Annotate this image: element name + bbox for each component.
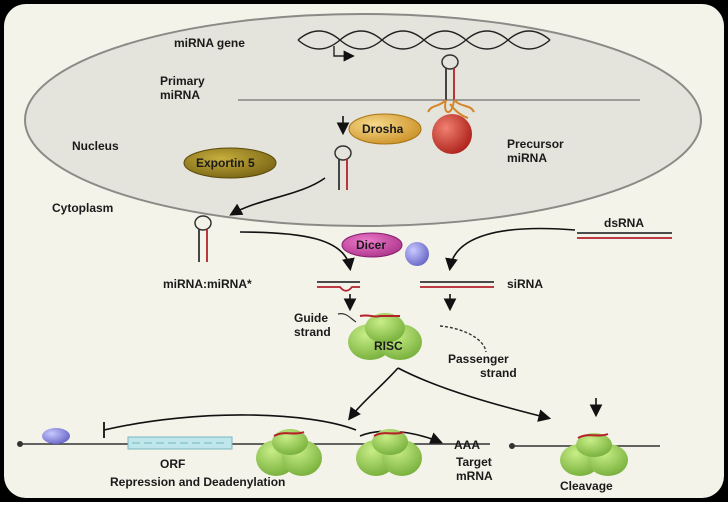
arrow-to-dicer-sirna (445, 227, 576, 272)
risc-on-mrna-1 (256, 429, 322, 476)
risc-cleavage-complex (560, 433, 628, 476)
label-target-line1: Target (456, 455, 492, 469)
label-primary-line2: miRNA (160, 88, 200, 102)
dicer-partner-ball (405, 242, 429, 266)
dsrna-strand (577, 232, 672, 239)
risc-on-mrna-2 (356, 429, 422, 476)
arrow-to-dicer-mirna (239, 231, 355, 272)
mirna-duplex (317, 281, 360, 292)
label-drosha: Drosha (362, 122, 404, 136)
dgcr8-ball (432, 114, 472, 154)
primary-mirna-hairpin (427, 54, 475, 119)
label-poly-a: AAA (454, 438, 480, 452)
label-risc: RISC (374, 339, 403, 353)
exportin-5-complex: Exportin 5 (183, 147, 277, 179)
label-orf: ORF (160, 457, 185, 471)
drosha-complex: Drosha (348, 113, 472, 154)
cleavage-mrna-end (509, 443, 515, 449)
label-mirna-gene: miRNA gene (174, 36, 245, 50)
label-dsrna: dsRNA (604, 216, 644, 230)
label-primary-line1: Primary (160, 74, 205, 88)
label-passenger-line1: Passenger (448, 352, 509, 366)
label-precursor-line2: miRNA (507, 151, 547, 165)
dicer-complex: Dicer (341, 232, 429, 266)
dicer-enzyme (341, 232, 403, 258)
orf-region (127, 436, 233, 450)
label-guide-line2: strand (294, 325, 331, 339)
precursor-hairpin-nucleus (334, 145, 352, 190)
label-mirna-duplex: miRNA:miRNA* (163, 277, 252, 291)
mrna-5prime-end (17, 441, 23, 447)
label-repression: Repression and Deadenylation (110, 475, 285, 489)
label-precursor-line1: Precursor (507, 137, 564, 151)
label-dicer: Dicer (356, 238, 386, 252)
label-cleavage: Cleavage (560, 479, 613, 493)
inhibition-arrow (103, 414, 357, 431)
label-target-line2: mRNA (456, 469, 493, 483)
label-exportin: Exportin 5 (196, 156, 255, 170)
cap-binding-protein (42, 428, 70, 444)
arrow-to-repression (348, 367, 399, 421)
precursor-hairpin-cytoplasm (194, 215, 212, 262)
label-nucleus: Nucleus (72, 139, 119, 153)
label-guide-line1: Guide (294, 311, 328, 325)
risc-complex: RISC (337, 313, 422, 360)
label-sirna: siRNA (507, 277, 543, 291)
label-passenger-line2: strand (480, 366, 517, 380)
label-cytoplasm: Cytoplasm (52, 201, 113, 215)
arrow-to-cleavage (397, 367, 552, 422)
passenger-strand-line (439, 325, 487, 353)
sirna-duplex (420, 281, 494, 288)
dna-helix (297, 30, 551, 62)
arrow-nuclear-export (229, 177, 326, 216)
